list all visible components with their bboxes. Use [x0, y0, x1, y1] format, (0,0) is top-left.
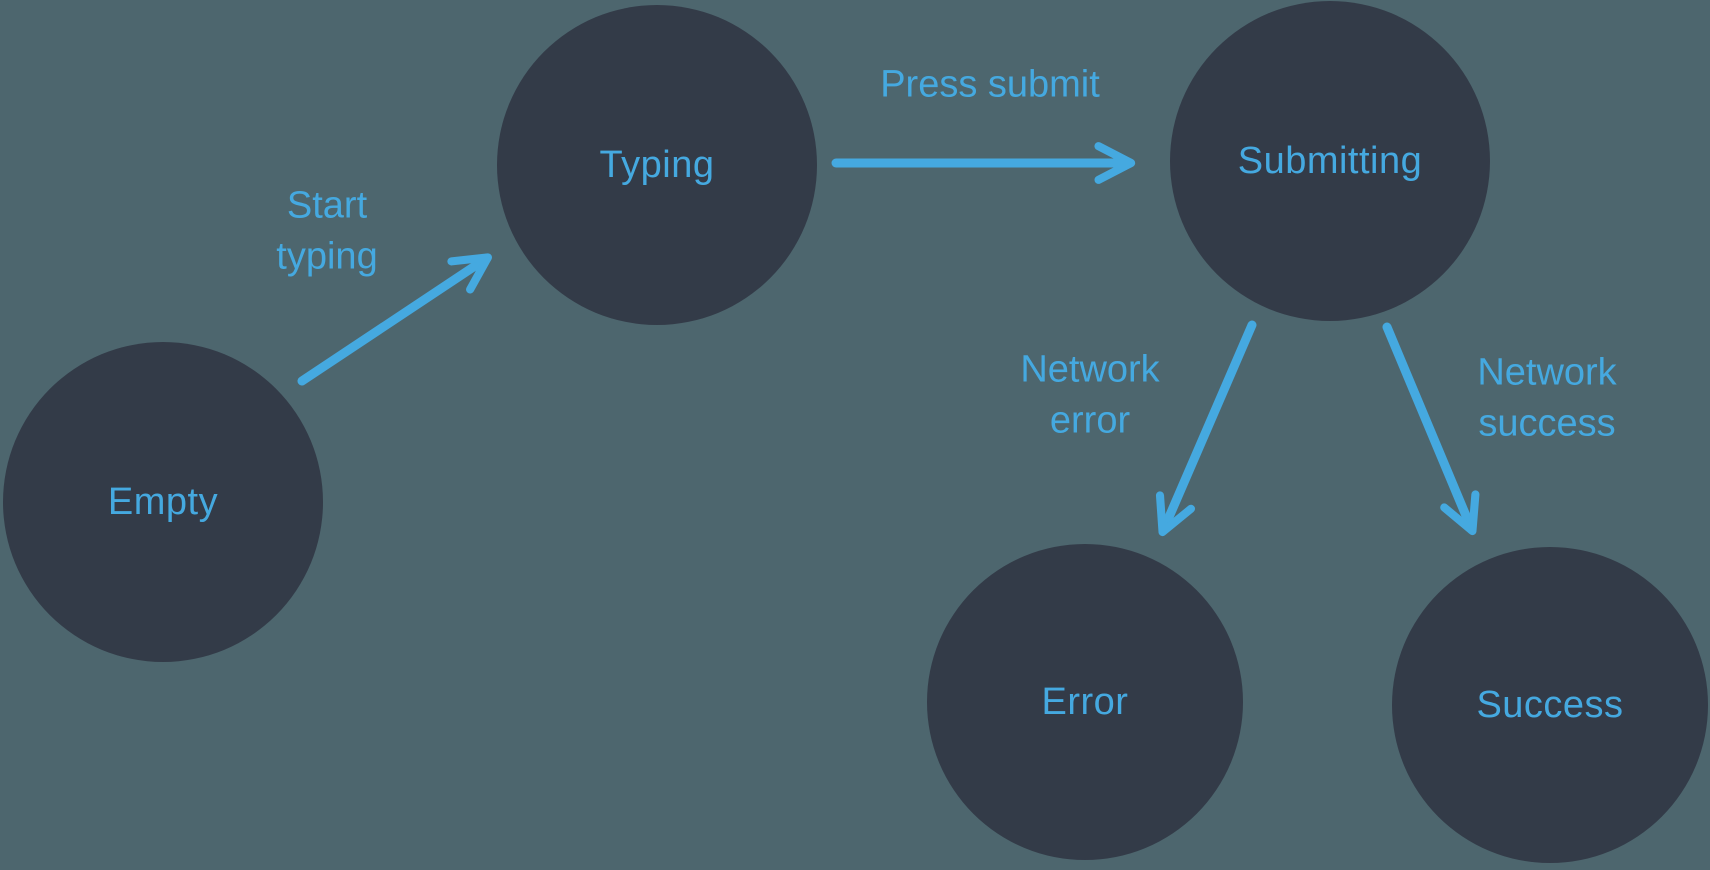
- edge-arrow-network-success: [1382, 322, 1480, 536]
- state-node-success: Success: [1392, 547, 1708, 863]
- state-node-label: Error: [1041, 680, 1129, 723]
- state-node-label: Submitting: [1237, 139, 1423, 182]
- edge-label-network-success: Network success: [1477, 351, 1617, 445]
- state-node-label: Empty: [107, 480, 219, 523]
- state-node-empty: Empty: [3, 342, 323, 662]
- state-node-submitting: Submitting: [1170, 1, 1490, 321]
- edge-label-start-typing: Start typing: [276, 184, 378, 278]
- edge-label-press-submit: Press submit: [880, 63, 1100, 106]
- edge-label-network-error: Network error: [1020, 348, 1160, 442]
- state-node-typing: Typing: [497, 5, 817, 325]
- state-node-label: Typing: [599, 143, 715, 186]
- state-node-label: Success: [1476, 683, 1624, 726]
- edge-arrow-network-error: [1155, 320, 1257, 537]
- state-node-error: Error: [927, 544, 1243, 860]
